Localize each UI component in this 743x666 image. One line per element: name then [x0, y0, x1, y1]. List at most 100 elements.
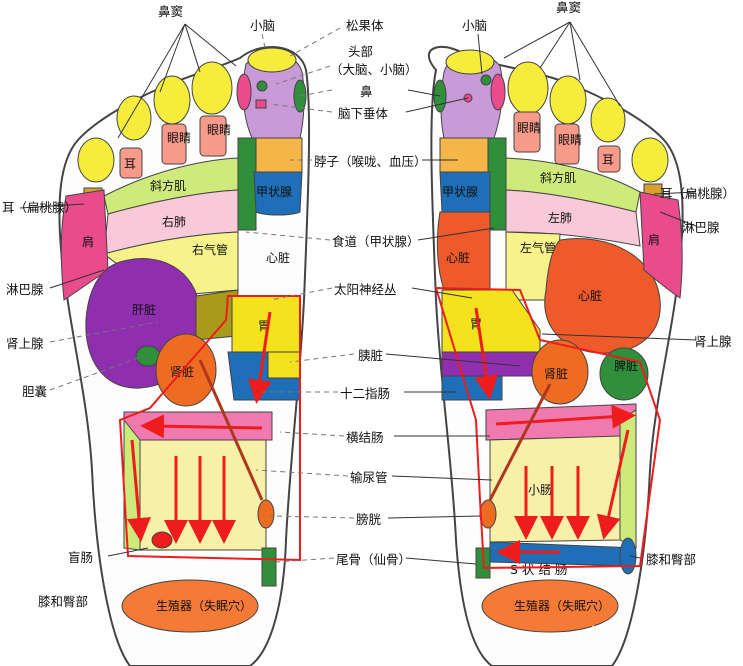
solar-plexus-label: 太阳神经丛 — [334, 282, 397, 297]
ear-label-left: 耳 — [602, 153, 614, 167]
arrow-transverse-left — [495, 404, 636, 429]
pituitary-zone-left — [480, 74, 492, 86]
toe-4-right — [116, 95, 152, 141]
ear-zone-right — [119, 147, 143, 179]
shoulder-zone-left — [639, 191, 683, 299]
s-colon-label: S 状 结 肠 — [510, 562, 567, 577]
arrow-transverse-right — [140, 414, 263, 439]
toe-2-right — [191, 61, 233, 115]
pineal-zone-left — [490, 73, 506, 111]
coccyx-zone-right — [261, 547, 277, 587]
ear-tonsil-label-left: 耳（扁桃腺） — [660, 186, 735, 201]
eye-zone-left-2 — [554, 123, 580, 165]
pituitary-label: 脑下垂体 — [338, 106, 389, 121]
eye-zone-right-2 — [161, 123, 187, 165]
trapezius-label-right: 斜方肌 — [150, 178, 186, 193]
duodenum-zone-left — [441, 375, 503, 401]
toe-3-right — [153, 75, 191, 125]
cerebellum-zone-left — [445, 49, 495, 75]
bladder-label: 膀胱 — [356, 512, 382, 527]
esophagus-zone-left — [487, 137, 507, 231]
arrow-ascending-right — [126, 439, 151, 542]
heart-label-left: 心脏 — [578, 288, 602, 303]
arrow-stomach-left — [474, 307, 499, 400]
esophagus-label: 食道（甲状腺） — [332, 234, 420, 249]
toe-5-left — [631, 137, 669, 183]
head-label: 头部 — [348, 44, 373, 59]
knee-hip-label-left: 膝和臀部 — [646, 552, 696, 567]
shoulder-label-right: 肩 — [82, 234, 94, 249]
heart-label-left-small: 心脏 — [446, 250, 470, 265]
adrenal-label-right: 肾上腺 — [6, 336, 44, 351]
left-foot: 甲状腺 心脏 眼睛 眼睛 耳 斜方肌 左肺 左气管 心脏 肩 胃 肾脏 脾脏 — [427, 45, 684, 666]
reproductive-label-left: 生殖器（失眠穴） — [514, 598, 610, 613]
cecum-zone — [151, 531, 173, 549]
digestive-outline-left — [434, 286, 662, 570]
kidney-zone-left — [531, 339, 589, 405]
pancreas-label: 胰脏 — [358, 348, 383, 363]
eye-label-l2: 眼睛 — [558, 133, 582, 147]
reproductive-label-right: 生殖器（失眠穴） — [156, 598, 252, 613]
cecum-label: 盲肠 — [68, 550, 93, 565]
ureter-line-right — [198, 359, 264, 501]
toe-3-left — [549, 75, 587, 125]
toe-5-right — [77, 137, 115, 183]
small-intestine-label: 小肠 — [528, 483, 552, 497]
neck-label: 脖子（喉咙、血压） — [314, 154, 427, 169]
lymph-label-right: 淋巴腺 — [6, 282, 44, 297]
cerebellum-zone-right — [247, 47, 297, 73]
trapezius-label-left: 斜方肌 — [540, 170, 576, 185]
reproductive-zone-left — [481, 579, 619, 633]
labels: 鼻窦 鼻窦 小脑 小脑 松果体 头部 （大脑、小脑） 鼻 脑下垂体 脖子（喉咙、… — [2, 0, 735, 609]
sinus-label-left: 鼻窦 — [556, 0, 581, 15]
toe-2-left — [507, 61, 549, 115]
watermark: 知乎 @赵先生 — [590, 625, 697, 645]
gallbladder-label: 胆囊 — [22, 384, 47, 399]
cerebellum-label-right: 小脑 — [250, 18, 275, 33]
coccyx-label: 尾骨（仙骨） — [336, 552, 411, 567]
thyroid-label: 甲状腺 — [256, 185, 292, 199]
esophagus-zone-right — [237, 137, 257, 231]
pineal-zone-right — [236, 73, 252, 111]
eye-zone-left-1 — [513, 111, 541, 153]
bladder-zone-right — [257, 499, 275, 529]
transverse-colon-label: 横结肠 — [346, 430, 384, 445]
pituitary-dot-right — [255, 99, 267, 109]
neck-zone-right — [253, 137, 303, 173]
eye-label-r2: 眼睛 — [167, 131, 191, 145]
left-lung-label: 左肺 — [548, 210, 572, 225]
thyroid-label-left: 甲状腺 — [442, 185, 478, 199]
ear-zone-left — [597, 145, 621, 173]
pineal-label: 松果体 — [346, 18, 384, 33]
head-sub-label: （大脑、小脑） — [330, 62, 418, 77]
right-foot: 甲状腺 心脏 眼睛 眼睛 耳 斜方肌 右肺 右气管 肩 肝脏 — [58, 45, 311, 666]
ureter-line-left — [488, 383, 552, 501]
thyroid-zone-right — [253, 171, 303, 216]
knee-hip-label-right: 膝和臀部 — [38, 594, 88, 609]
duodenum-label: 十二指肠 — [340, 386, 390, 401]
nose-label: 鼻 — [360, 84, 373, 99]
right-bronchus-label: 右气管 — [192, 242, 228, 257]
toe-4-left — [590, 97, 626, 143]
eye-zone-right-1 — [199, 115, 227, 157]
digestive-outline-right — [118, 295, 301, 562]
eye-label-l1: 眼睛 — [517, 121, 541, 135]
pituitary-zone-right — [256, 80, 268, 92]
arrow-stomach-right — [247, 311, 272, 404]
neck-zone-left — [439, 137, 491, 173]
pancreas-zone-right — [267, 351, 301, 379]
sinus-label-right: 鼻窦 — [158, 4, 183, 19]
left-bronchus-label: 左气管 — [520, 240, 556, 255]
right-lung-label: 右肺 — [162, 214, 186, 229]
adrenal-label-left: 肾上腺 — [694, 334, 732, 349]
cerebellum-label-left: 小脑 — [462, 18, 487, 33]
ear-label-right: 耳 — [124, 157, 136, 171]
leader-lines — [19, 21, 697, 565]
kidney-label-left: 肾脏 — [544, 366, 568, 381]
nose-zone-right — [293, 79, 307, 113]
reproductive-zone-right — [121, 579, 259, 633]
heart-label-right: 心脏 — [266, 250, 290, 265]
ear-tonsil-label-right: 耳（扁桃腺） — [2, 200, 77, 215]
arrow-descending-left — [596, 429, 630, 540]
